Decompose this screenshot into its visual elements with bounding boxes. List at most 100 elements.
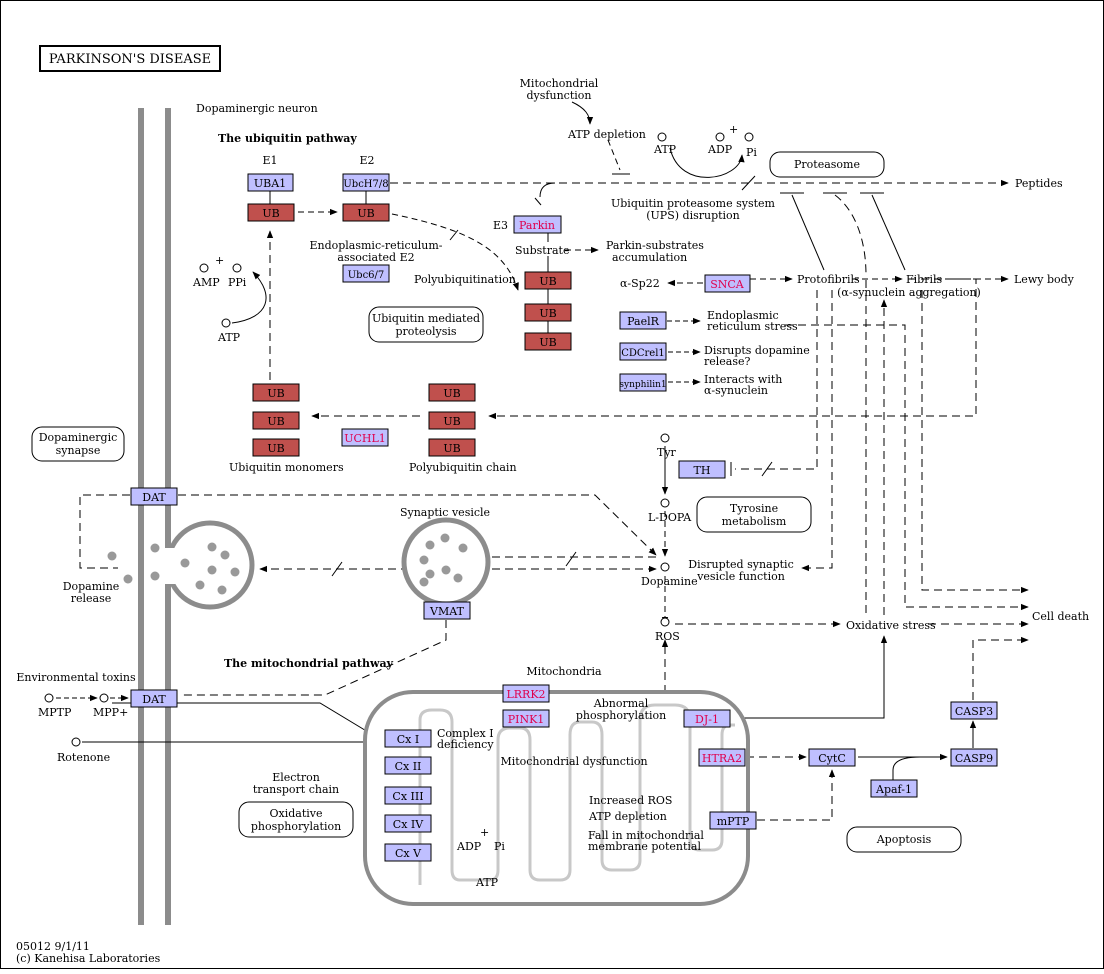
label-fall-potential-1: Fall in mitochondrial [588,829,704,842]
ub-box[interactable]: UB [524,303,572,322]
gene-htra2[interactable]: HTRA2 [698,748,746,767]
gene-dj1[interactable]: DJ-1 [683,709,731,728]
gene-casp9[interactable]: CASP9 [950,748,998,767]
label-dopaminergic-neuron: Dopaminergic neuron [196,102,318,115]
diagram-title: PARKINSON'S DISEASE [49,52,211,67]
gene-pael-r[interactable]: PaelR [619,311,667,330]
svg-text:UB: UB [539,275,556,288]
label-ldopa: L-DOPA [648,511,692,524]
tyrosine-metab-box[interactable] [696,496,812,533]
gene-uchl1[interactable]: UCHL1 [341,428,389,447]
label-lewy-body: Lewy body [1014,273,1075,286]
svg-text:Apaf-1: Apaf-1 [875,783,912,796]
gene-cx2[interactable]: Cx II [384,756,432,775]
ub-box[interactable]: UB [524,332,572,351]
ub-proteolysis-box[interactable] [368,306,484,343]
label-protofibrils: Protofibrils [797,273,860,286]
gene-vmat[interactable]: VMAT [423,601,471,620]
svg-text:CASP9: CASP9 [955,752,993,765]
svg-text:CytC: CytC [818,752,845,765]
label-oxidative-stress: Oxidative stress [846,619,936,632]
label-ros: ROS [655,630,680,643]
svg-text:UB: UB [539,307,556,320]
label-interacts-syn-1: Interacts with [704,373,782,386]
gene-synphilin1[interactable]: synphilin1 [619,373,667,392]
ub-box[interactable]: UB [252,383,300,402]
svg-text:PINK1: PINK1 [508,713,545,726]
footer-copyright: (c) Kanehisa Laboratories [16,952,161,965]
gene-ubch78[interactable]: UbcH7/8 [342,173,390,192]
label-ppi: PPi [228,276,247,289]
ub-boxes: UB UB UB UB UB UB UB UB UB UB UB [247,203,572,457]
svg-text:UB: UB [443,387,460,400]
gene-th[interactable]: TH [678,460,726,479]
apoptosis-box[interactable] [846,826,962,853]
label-tyr: Tyr [657,446,677,459]
ox-phos-label-1: Oxidative [269,807,322,820]
label-env-toxins: Environmental toxins [16,671,136,684]
dopa-synapse-box[interactable] [31,426,125,462]
ox-phos-box[interactable] [238,801,354,838]
label-electron-transport-2: transport chain [253,783,339,796]
rounded-boxes: Proteasome Ubiquitin mediated proteolysi… [31,151,962,853]
label-alpha-syn-aggregation: (α-synuclein aggregation) [837,286,981,299]
gene-apaf1[interactable]: Apaf-1 [870,779,918,798]
ub-box[interactable]: UB [428,383,476,402]
gene-parkin[interactable]: Parkin [513,215,562,234]
ub-box[interactable]: UB [247,203,295,222]
svg-text:UB: UB [357,207,374,220]
gene-dat-bottom[interactable]: DAT [130,689,178,708]
label-peptides: Peptides [1015,177,1063,190]
label-atp-left: ATP [217,331,241,344]
svg-text:Cx V: Cx V [395,847,422,860]
svg-text:UB: UB [443,442,460,455]
gene-ubc67[interactable]: Ubc6/7 [342,264,390,283]
gene-pink1[interactable]: PINK1 [502,709,550,728]
gene-lrrk2[interactable]: LRRK2 [502,684,550,703]
gene-casp3[interactable]: CASP3 [950,701,998,720]
gene-uba1[interactable]: UBA1 [247,173,294,192]
label-dopamine: Dopamine [641,575,698,588]
ub-proteolysis-label-2: proteolysis [395,325,456,338]
label-plus-1: + [215,254,224,267]
gene-cx4[interactable]: Cx IV [384,814,432,833]
gene-dat-top[interactable]: DAT [130,487,178,506]
gene-cx3[interactable]: Cx III [384,786,432,805]
label-mito-pathway: The mitochondrial pathway [224,657,394,670]
label-pi-top: Pi [746,146,757,159]
label-e1: E1 [262,154,277,167]
dopa-synapse-label-2: synapse [56,444,101,457]
svg-text:Parkin: Parkin [519,219,555,232]
label-increased-ros: Increased ROS [589,794,672,807]
gene-cytc[interactable]: CytC [808,748,856,767]
svg-text:Ubc6/7: Ubc6/7 [348,270,385,281]
svg-text:LRRK2: LRRK2 [506,688,545,701]
ub-box[interactable]: UB [428,411,476,430]
label-plus-2: + [729,123,738,136]
label-e2: E2 [359,154,374,167]
svg-text:mPTP: mPTP [717,815,750,828]
svg-text:HTRA2: HTRA2 [702,752,742,765]
gene-cx5[interactable]: Cx V [384,843,432,862]
title-box [39,45,221,72]
gene-cx1[interactable]: Cx I [384,729,432,748]
proteasome-box[interactable] [769,151,885,178]
gene-snca[interactable]: SNCA [704,274,751,293]
ub-box[interactable]: UB [524,271,572,290]
ox-phos-label-2: phosphorylation [251,820,341,833]
label-atp-top: ATP [653,143,677,156]
label-mito-dysfunction-top-1: Mitochondrial [520,77,599,90]
svg-text:Cx II: Cx II [395,760,422,773]
ub-box[interactable]: UB [252,411,300,430]
ub-box[interactable]: UB [252,438,300,457]
ub-box[interactable]: UB [342,203,390,222]
gene-cdcrel1[interactable]: CDCrel1 [619,342,667,361]
label-substrate: Substrate [515,244,569,257]
ub-proteolysis-label-1: Ubiquitin mediated [372,312,480,325]
apoptosis-label: Apoptosis [876,833,932,846]
ub-box[interactable]: UB [428,438,476,457]
label-fall-potential-2: membrane potential [588,840,701,853]
label-synaptic-vesicle: Synaptic vesicle [400,506,490,519]
svg-text:UbcH7/8: UbcH7/8 [343,179,388,190]
gene-mptp[interactable]: mPTP [709,811,757,830]
